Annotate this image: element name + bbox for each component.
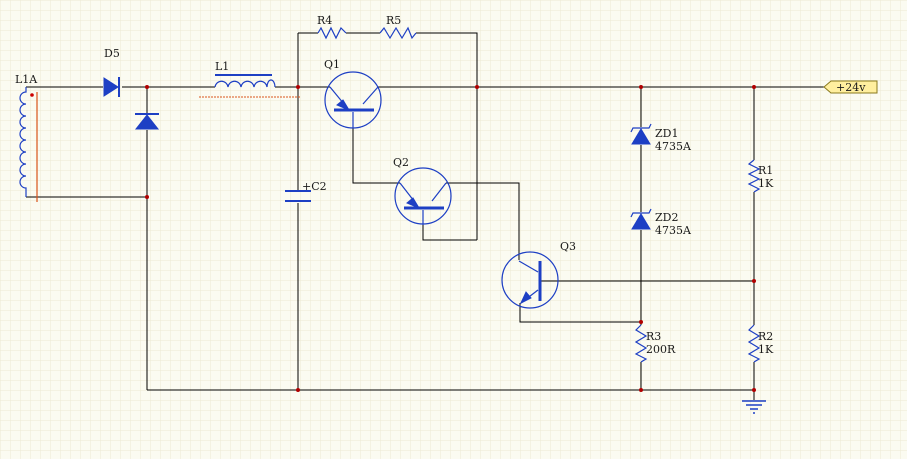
q1-label: Q1 (324, 58, 340, 71)
r4-resistor[interactable] (317, 26, 347, 40)
r3-value: 200R (646, 343, 676, 356)
zd2-label: ZD2 (655, 211, 678, 224)
zd1-value: 4735A (655, 140, 692, 153)
c2-label: +C2 (302, 180, 327, 193)
freewheel-diode[interactable] (134, 113, 160, 130)
r4-label: R4 (317, 14, 332, 27)
d5-label: D5 (104, 47, 120, 60)
r1-label: R1 (758, 164, 773, 177)
r2-resistor[interactable] (747, 324, 761, 363)
junction-dot (296, 85, 300, 89)
r2-label: R2 (758, 330, 773, 343)
junction-dot (752, 388, 756, 392)
zd1-label: ZD1 (655, 127, 678, 140)
junction-dot (296, 388, 300, 392)
q2-label: Q2 (393, 156, 409, 169)
r2-value: 1K (758, 343, 774, 356)
junction-dot (639, 388, 643, 392)
r1-resistor[interactable] (747, 159, 761, 193)
q2-transistor[interactable] (394, 167, 452, 225)
r1-value: 1K (758, 177, 774, 190)
ground-icon (742, 400, 766, 414)
junction-dot (475, 85, 479, 89)
q3-transistor[interactable] (501, 251, 559, 309)
junction-dot (752, 85, 756, 89)
r5-resistor[interactable] (379, 26, 417, 40)
wires (26, 32, 824, 400)
q1-transistor[interactable] (324, 71, 382, 129)
l1-label: L1 (215, 60, 229, 73)
l1-inductor[interactable] (199, 74, 300, 98)
zd2-value: 4735A (655, 224, 692, 237)
zd2-zener[interactable] (630, 208, 652, 230)
junction-dot (639, 85, 643, 89)
junctions (145, 85, 756, 392)
q3-label: Q3 (560, 240, 576, 253)
junction-dot (145, 195, 149, 199)
r5-label: R5 (386, 14, 401, 27)
junction-dot (752, 279, 756, 283)
l1a-label: L1A (15, 73, 38, 86)
r3-resistor[interactable] (634, 324, 648, 363)
zd1-zener[interactable] (630, 123, 652, 145)
c2-capacitor[interactable] (285, 190, 311, 202)
junction-dot (145, 85, 149, 89)
port-24v[interactable]: +24v (823, 80, 878, 94)
polarity-dot (30, 93, 34, 97)
junction-dot (639, 320, 643, 324)
r3-label: R3 (646, 330, 661, 343)
d5-diode[interactable] (103, 77, 120, 97)
l1a-winding[interactable] (19, 87, 38, 202)
port-24v-label: +24v (836, 81, 866, 94)
